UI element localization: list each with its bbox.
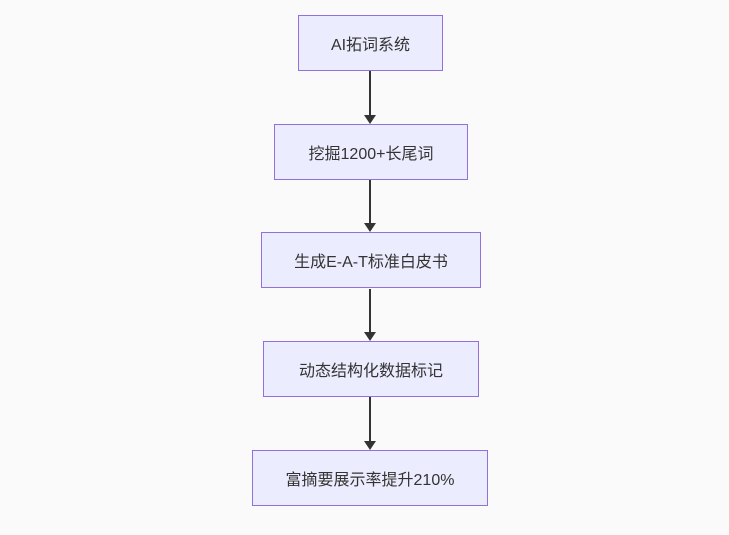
arrow-head-icon bbox=[364, 115, 376, 124]
arrow-line bbox=[369, 71, 371, 115]
flowchart-node-rich-snippet-result: 富摘要展示率提升210% bbox=[252, 450, 488, 506]
arrow-line bbox=[369, 397, 371, 441]
flowchart-node-ai-system: AI拓词系统 bbox=[298, 15, 443, 71]
flow-arrow bbox=[364, 289, 376, 341]
flowchart-node-structured-data: 动态结构化数据标记 bbox=[263, 341, 479, 397]
flow-arrow bbox=[364, 397, 376, 450]
arrow-line bbox=[369, 180, 371, 223]
arrow-head-icon bbox=[364, 223, 376, 232]
arrow-head-icon bbox=[364, 332, 376, 341]
node-label: 富摘要展示率提升210% bbox=[285, 472, 455, 489]
flow-arrow bbox=[364, 71, 376, 124]
arrow-head-icon bbox=[364, 441, 376, 450]
node-label: 挖掘1200+长尾词 bbox=[308, 146, 434, 163]
flow-arrow bbox=[364, 180, 376, 232]
node-label: AI拓词系统 bbox=[330, 37, 411, 54]
flowchart-node-eat-whitepaper: 生成E-A-T标准白皮书 bbox=[261, 232, 481, 288]
flowchart-node-longtail-words: 挖掘1200+长尾词 bbox=[274, 124, 468, 180]
node-label: 生成E-A-T标准白皮书 bbox=[294, 254, 448, 271]
arrow-line bbox=[369, 289, 371, 332]
node-label: 动态结构化数据标记 bbox=[298, 363, 443, 380]
